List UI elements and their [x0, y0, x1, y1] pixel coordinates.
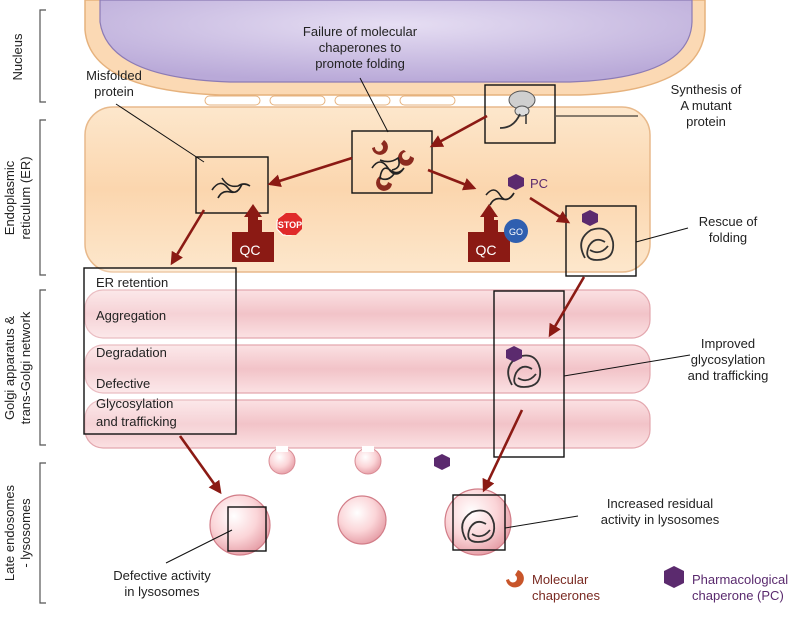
synthesis-label-line1: Synthesis of — [671, 82, 742, 97]
degradation-text: Degradation — [96, 345, 167, 360]
improved-label-line1: Improved — [701, 336, 755, 351]
legend-molecular-line2: chaperones — [532, 588, 600, 603]
improved-label-line2: glycosylation — [691, 352, 765, 367]
rescue-label-line1: Rescue of — [699, 214, 758, 229]
improved-label-line3: and trafficking — [688, 368, 769, 383]
pc-hexagon-rescue — [582, 210, 598, 226]
folded-protein-icon-er — [580, 227, 615, 261]
defective-activity-label-line2: in lysosomes — [124, 584, 200, 599]
pc-hexagon-released — [434, 454, 450, 470]
increased-label-line2: activity in lysosomes — [601, 512, 720, 527]
legend-pharm-line2: chaperone (PC) — [692, 588, 784, 603]
legend-pharm-line1: Pharmacological — [692, 572, 788, 587]
folded-protein-icon-lysosome — [461, 509, 496, 543]
chaperone-failure-box — [351, 130, 433, 194]
failure-label-line2: chaperones to — [319, 40, 401, 55]
stop-sign-icon — [278, 213, 302, 235]
legend: Molecular chaperones Pharmacological cha… — [506, 566, 788, 603]
consequences-box — [83, 267, 237, 435]
defective-activity-label-line1: Defective activity — [113, 568, 211, 583]
endosome-label-line2: - lysosomes — [18, 498, 33, 568]
unfolded-protein-icon-center — [371, 156, 405, 181]
pc-hexagon-icon — [508, 174, 524, 190]
molecular-chaperone-legend-icon — [506, 570, 524, 588]
lysosomes — [209, 488, 512, 556]
golgi-trafficking-box — [493, 290, 565, 458]
consequence-list: ER retention Aggregation Degradation Def… — [96, 275, 177, 429]
synthesis-box — [484, 84, 556, 144]
synthesis-label-line2: A mutant — [680, 98, 732, 113]
rescue-folding-box — [565, 205, 637, 277]
compartment-brackets — [39, 9, 46, 604]
pharmacological-chaperone-legend-icon — [664, 566, 684, 588]
glycosylation-text: Glycosylation — [96, 396, 173, 411]
increased-label-line1: Increased residual — [607, 496, 713, 511]
pc-label: PC — [530, 176, 548, 191]
failure-label-line3: promote folding — [315, 56, 405, 71]
stop-label: STOP — [278, 220, 302, 230]
rescue-label-line2: folding — [709, 230, 747, 245]
pathway-arrows — [170, 114, 586, 495]
synthesis-label-line3: protein — [686, 114, 726, 129]
er-label-line1: Endoplasmic — [2, 160, 17, 235]
defective-text: Defective — [96, 376, 150, 391]
endosome-label-line1: Late endosomes — [2, 484, 17, 581]
er-label-line2: reticulum (ER) — [18, 156, 33, 239]
go-label: GO — [509, 227, 523, 237]
defective-lysosome-box — [227, 506, 267, 552]
golgi-label-line2: trans-Golgi network — [18, 311, 33, 424]
failure-label-line1: Failure of molecular — [303, 24, 418, 39]
qc-label-left: QC — [240, 242, 261, 258]
nuclear-pores — [204, 95, 456, 106]
nucleus-label: Nucleus — [10, 33, 25, 80]
pc-hexagon-golgi — [506, 346, 522, 362]
ribosome-icon — [499, 90, 536, 129]
misfolded-protein-icon — [211, 177, 251, 199]
qc-go-checkpoint: QC GO — [468, 204, 528, 262]
transport-vesicles — [268, 447, 382, 475]
misfolded-label-line2: protein — [94, 84, 134, 99]
go-sign-icon — [504, 219, 528, 243]
molecular-chaperone-icons — [372, 140, 414, 191]
legend-molecular-line1: Molecular — [532, 572, 589, 587]
annotation-labels: Failure of molecular chaperones to promo… — [86, 24, 768, 599]
golgi-label-line1: Golgi apparatus & — [2, 316, 17, 420]
endoplasmic-reticulum — [84, 106, 651, 273]
protein-with-pc-icon — [485, 174, 524, 206]
leader-lines — [115, 77, 691, 564]
nucleus-body — [99, 0, 693, 83]
qc-stop-checkpoint: QC STOP — [232, 204, 302, 262]
residual-activity-box — [452, 494, 506, 551]
misfolded-label-line1: Misfolded — [86, 68, 142, 83]
er-retention-text: ER retention — [96, 275, 168, 290]
qc-label-right: QC — [476, 242, 497, 258]
aggregation-text: Aggregation — [96, 308, 166, 323]
trafficking-text: and trafficking — [96, 414, 177, 429]
